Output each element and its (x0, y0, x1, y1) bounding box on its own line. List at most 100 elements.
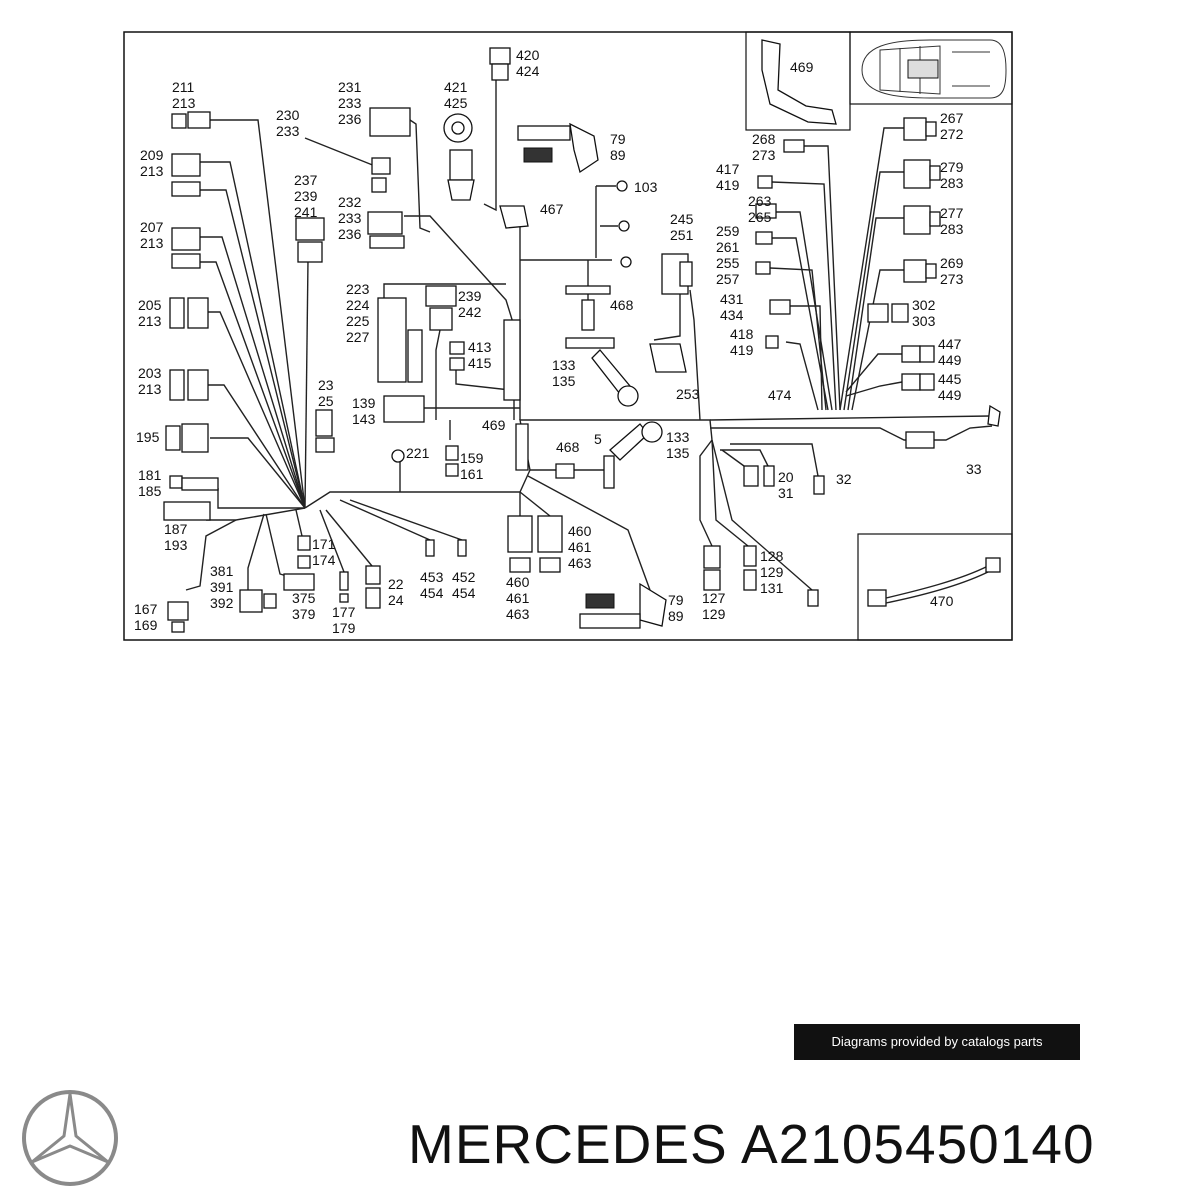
callout-number: 449 (938, 387, 962, 403)
cable-470 (867, 557, 1001, 607)
callout-number: 468 (610, 297, 634, 313)
callout-number: 454 (452, 585, 476, 601)
callout-number: 209 (140, 147, 164, 163)
callout-number: 24 (388, 592, 404, 608)
callout-number: 391 (210, 579, 234, 595)
callout-number: 261 (716, 239, 740, 255)
callout-number: 79 (610, 131, 626, 147)
callout-number: 233 (276, 123, 300, 139)
callout-number: 273 (752, 147, 776, 163)
callout-number: 195 (136, 429, 160, 445)
diagram-credit: Diagrams provided by catalogs parts (794, 1024, 1080, 1060)
callout-c195: 195 (136, 429, 160, 445)
callout-number: 89 (610, 147, 626, 163)
callout-number: 23 (318, 377, 334, 393)
callout-number: 129 (702, 606, 726, 622)
callout-number: 417 (716, 161, 740, 177)
callout-number: 470 (930, 593, 954, 609)
callout-number: 434 (720, 307, 744, 323)
callout-number: 303 (912, 313, 936, 329)
callout-number: 213 (172, 95, 196, 111)
callout-number: 469 (482, 417, 506, 433)
callout-number: 143 (352, 411, 376, 427)
callout-c469b: 469 (790, 59, 814, 75)
callout-number: 279 (940, 159, 964, 175)
callout-number: 413 (468, 339, 492, 355)
callout-c468a: 468 (610, 297, 634, 313)
callout-number: 223 (346, 281, 370, 297)
callout-number: 236 (338, 226, 362, 242)
callout-c467: 467 (540, 201, 564, 217)
callout-number: 32 (836, 471, 852, 487)
inset-vehicle-box (849, 31, 1013, 105)
callout-number: 239 (294, 188, 318, 204)
callout-number: 169 (134, 617, 158, 633)
callout-number: 232 (338, 194, 362, 210)
callout-number: 103 (634, 179, 658, 195)
callout-number: 205 (138, 297, 162, 313)
part-title: MERCEDES A2105450140 (408, 1113, 1095, 1175)
callout-number: 211 (172, 79, 195, 95)
callout-number: 469 (790, 59, 814, 75)
callout-number: 89 (668, 608, 684, 624)
callout-number: 265 (748, 209, 772, 225)
callout-number: 213 (138, 381, 162, 397)
callout-c468b: 468 (556, 439, 580, 455)
callout-c469a: 469 (482, 417, 506, 433)
callout-number: 461 (506, 590, 530, 606)
callout-number: 227 (346, 329, 370, 345)
callout-c253: 253 (676, 386, 700, 402)
callout-number: 129 (760, 564, 784, 580)
callout-number: 245 (670, 211, 694, 227)
connector-parts (163, 47, 1001, 633)
callout-number: 127 (702, 590, 726, 606)
callout-number: 424 (516, 63, 540, 79)
callout-number: 213 (140, 163, 164, 179)
callout-number: 128 (760, 548, 784, 564)
callout-number: 474 (768, 387, 792, 403)
mercedes-star-icon (22, 1090, 118, 1186)
callout-number: 463 (568, 555, 592, 571)
callout-number: 445 (938, 371, 962, 387)
callout-number: 161 (460, 466, 484, 482)
callout-number: 463 (506, 606, 530, 622)
callout-number: 454 (420, 585, 444, 601)
callout-number: 187 (164, 521, 188, 537)
callout-number: 31 (778, 485, 794, 501)
callout-number: 392 (210, 595, 234, 611)
callout-number: 379 (292, 606, 316, 622)
callout-number: 302 (912, 297, 936, 313)
callout-number: 79 (668, 592, 684, 608)
callout-number: 431 (720, 291, 744, 307)
callout-number: 231 (338, 79, 362, 95)
callout-number: 273 (940, 271, 964, 287)
callout-number: 225 (346, 313, 370, 329)
callout-number: 460 (506, 574, 530, 590)
callout-number: 449 (938, 352, 962, 368)
